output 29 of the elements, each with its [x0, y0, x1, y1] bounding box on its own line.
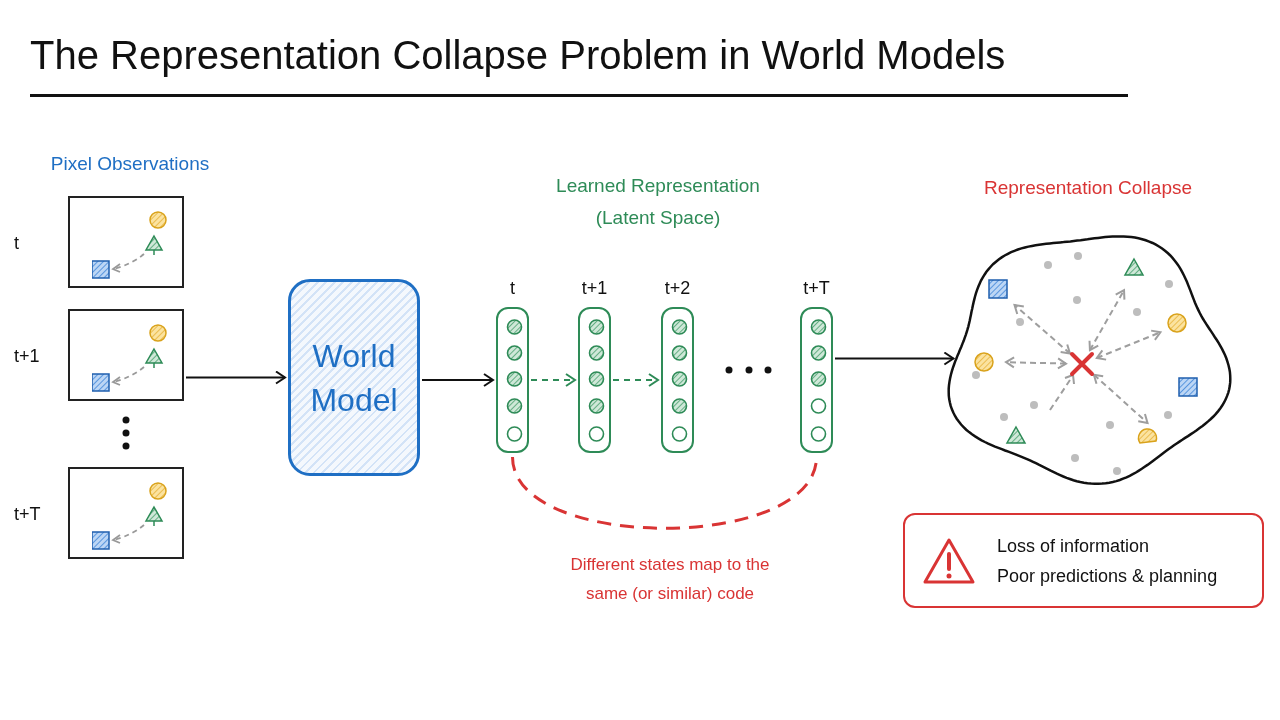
dashed-arrow [613, 373, 659, 387]
time-step-label: t+T [802, 277, 831, 300]
time-step-label: t+2 [663, 277, 692, 300]
observation-frame [68, 467, 184, 559]
section-heading: Representation Collapse [982, 176, 1194, 200]
time-step-label: t [14, 232, 20, 255]
time-step-label: t+T [14, 503, 42, 526]
dashed-arrow [531, 373, 576, 387]
latent-vector [661, 307, 694, 453]
model-box [288, 279, 420, 476]
arrow [422, 373, 494, 387]
time-step-label: t+1 [580, 277, 609, 300]
latent-vector [496, 307, 529, 453]
latent-vector [578, 307, 611, 453]
title: The Representation Collapse Problem in World Models [30, 32, 1006, 79]
section-heading: Learned Representation (Latent Space) [555, 174, 761, 230]
arrow [835, 351, 955, 366]
latent-vector [800, 307, 833, 453]
warning-box [903, 513, 1264, 608]
observation-frame [68, 309, 184, 401]
warning-text: Loss of information [997, 534, 1151, 558]
annotation-text: Different states map to the same (or similar) code [569, 554, 771, 605]
arrow [186, 370, 286, 385]
time-step-label: t+1 [14, 345, 41, 368]
warning-text: Poor predictions & planning [997, 564, 1218, 588]
time-step-label: t [509, 277, 516, 300]
observation-frame [68, 196, 184, 288]
model-label: World Model [309, 336, 399, 420]
section-heading: Pixel Observations [49, 152, 211, 176]
